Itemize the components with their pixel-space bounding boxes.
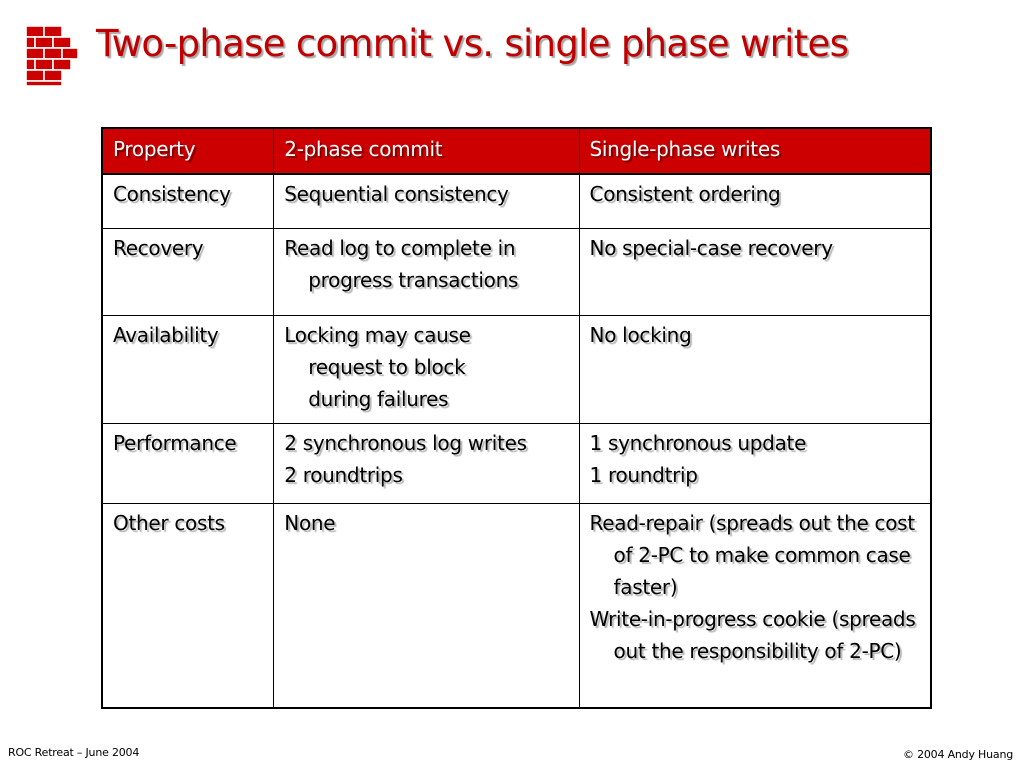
two-phase-cell: Read log to complete in progress transac… xyxy=(273,228,580,316)
slide-title: Two-phase commit vs. single phase writes xyxy=(96,22,849,65)
footer-copyright: © 2004 Andy Huang xyxy=(902,748,1013,761)
brick-wall-logo-icon xyxy=(25,25,79,87)
single-phase-cell: Read-repair (spreads out the cost of 2-P… xyxy=(578,503,932,709)
cell-paragraph: None xyxy=(284,511,336,535)
cell-paragraph: Locking may cause request to block durin… xyxy=(284,323,471,411)
table-header-row: Property 2-phase commit Single-phase wri… xyxy=(101,127,932,175)
cell-paragraph: No special-case recovery xyxy=(589,236,834,260)
table-row: Other costs None Read-repair (spreads ou… xyxy=(101,503,932,709)
table-row: Consistency Sequential consistency Consi… xyxy=(101,173,932,229)
column-header-single-phase-writes: Single-phase writes xyxy=(578,127,932,175)
two-phase-cell: 2 synchronous log writes 2 roundtrips xyxy=(273,423,580,504)
single-phase-cell: No locking xyxy=(578,315,932,424)
two-phase-cell: Locking may cause request to block durin… xyxy=(273,315,580,424)
property-cell: Availability xyxy=(101,315,275,424)
table-row: Recovery Read log to complete in progres… xyxy=(101,228,932,316)
single-phase-cell: Consistent ordering xyxy=(578,173,932,229)
property-cell: Recovery xyxy=(101,228,275,316)
cell-paragraph: Write-in-progress cookie (spreads out th… xyxy=(589,607,916,663)
comparison-table: Property 2-phase commit Single-phase wri… xyxy=(101,127,932,709)
cell-paragraph: Consistent ordering xyxy=(589,182,781,206)
cell-paragraph: Read-repair (spreads out the cost of 2-P… xyxy=(589,511,916,599)
property-cell: Other costs xyxy=(101,503,275,709)
property-cell: Performance xyxy=(101,423,275,504)
property-cell: Consistency xyxy=(101,173,275,229)
two-phase-cell: Sequential consistency xyxy=(273,173,580,229)
table-row: Performance 2 synchronous log writes 2 r… xyxy=(101,423,932,504)
column-header-2-phase-commit: 2-phase commit xyxy=(273,127,580,175)
footer-event: ROC Retreat – June 2004 xyxy=(8,746,140,759)
cell-paragraph: 1 roundtrip xyxy=(589,463,698,487)
single-phase-cell: 1 synchronous update 1 roundtrip xyxy=(578,423,932,504)
cell-paragraph: Sequential consistency xyxy=(284,182,509,206)
cell-paragraph: 2 synchronous log writes xyxy=(284,431,527,455)
two-phase-cell: None xyxy=(273,503,580,709)
cell-paragraph: 1 synchronous update xyxy=(589,431,807,455)
cell-paragraph: No locking xyxy=(589,323,692,347)
single-phase-cell: No special-case recovery xyxy=(578,228,932,316)
column-header-property: Property xyxy=(101,127,275,175)
cell-paragraph: Read log to complete in progress transac… xyxy=(284,236,519,292)
cell-paragraph: 2 roundtrips xyxy=(284,463,403,487)
table-row: Availability Locking may cause request t… xyxy=(101,315,932,424)
